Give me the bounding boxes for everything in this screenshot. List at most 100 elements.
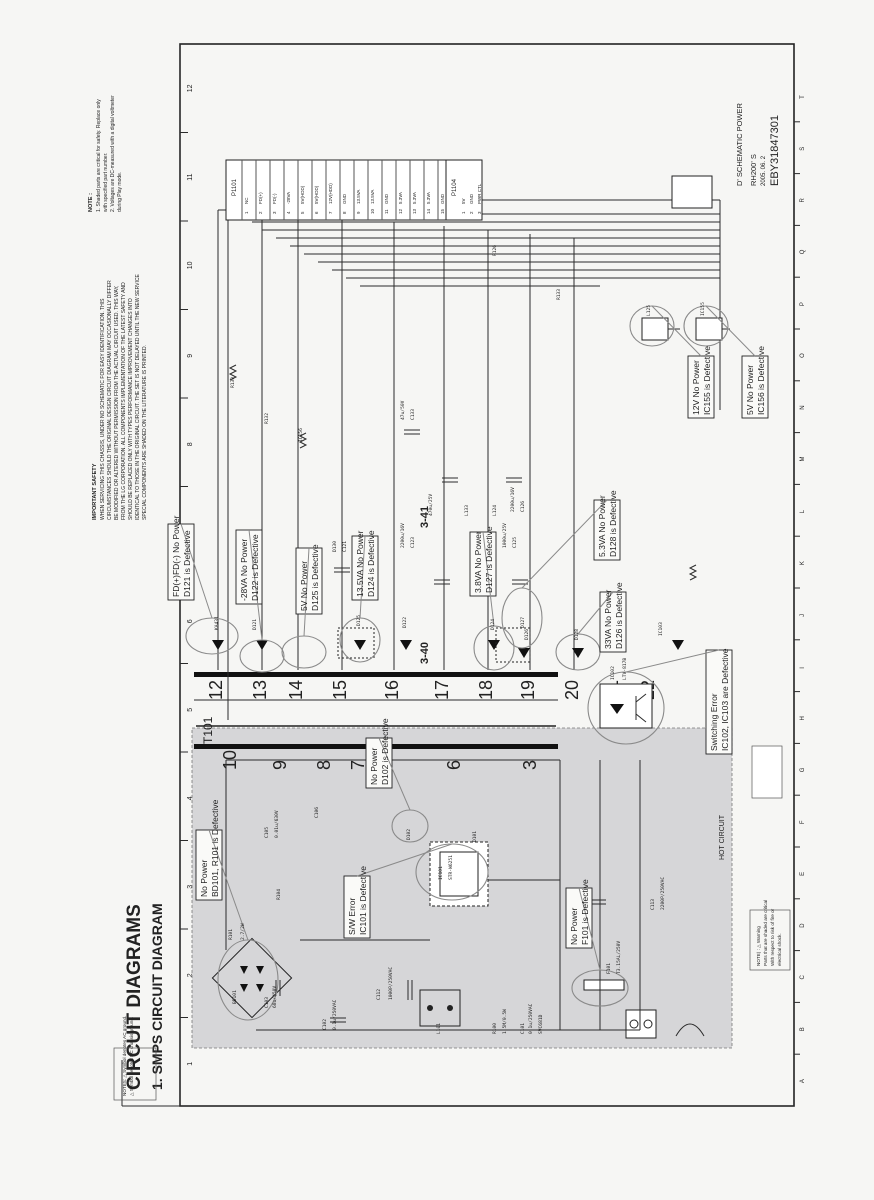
component-label: R130 <box>230 377 236 388</box>
p1101-pin-name: 5.3VA <box>412 192 417 204</box>
p1104-pin-name-group: 5V <box>461 198 466 204</box>
component-label: L133 <box>464 505 470 516</box>
safety-line: SPECIAL COMPONENTS ARE SHADED ON THE LIT… <box>142 345 148 520</box>
grid-row-label-group: 4 <box>187 796 194 800</box>
component-label-group: L101 <box>436 1023 442 1034</box>
p1104-pin-number: 2 <box>469 211 474 214</box>
component-label: R104 <box>276 889 282 900</box>
fault-title: No Power <box>369 748 379 785</box>
p1101-pin-name: FD(+) <box>258 192 263 204</box>
grid-row-label: 6 <box>187 619 194 623</box>
transformer-pin-label-group: 7 <box>348 760 368 770</box>
component-label: 1000P/250VAC <box>388 967 394 1000</box>
component-label-group: IC101 <box>438 866 444 880</box>
fault-title: FD(+)FD(-) No Power <box>171 515 181 597</box>
p1101-pin-number-group: 11 <box>384 209 389 214</box>
p1101-pin-number: 14 <box>426 208 431 214</box>
component-label: F101 <box>606 963 612 974</box>
p1101-pin-number: 3 <box>272 211 277 214</box>
fault-detail: D102 is Defective <box>380 718 390 785</box>
fuse-f101 <box>583 979 625 991</box>
fault-detail: BD101, R101 is Defective <box>210 799 220 897</box>
footnote-line: △ Symbol denotes DC chassis ground. <box>129 1017 134 1096</box>
grid-row-label-group: 11 <box>187 173 194 180</box>
bridge-rectifier-bd101 <box>211 937 293 1019</box>
component-label: 0.01u/630V <box>274 810 280 838</box>
ic101-body <box>439 851 479 897</box>
grid-column-label-group: F <box>800 820 806 824</box>
grid-column-label: E <box>800 872 806 876</box>
grid-column-label: G <box>800 767 806 772</box>
component-label: C113 <box>650 899 656 910</box>
p1104-pin-number-group: 1 <box>461 211 466 214</box>
p1101-pin-number: 6 <box>314 211 319 214</box>
p1101-pin-name-group: FD(+) <box>258 192 263 204</box>
component-label: 0.1u/250VAC <box>528 1003 534 1034</box>
transformer-pin-label-group: 9 <box>270 760 290 770</box>
component-label-group: KA431 <box>214 616 220 630</box>
diode-d127 <box>488 640 500 650</box>
component-label: C121 <box>342 541 348 552</box>
fault-detail: F101 is Defective <box>580 879 590 945</box>
component-label-group: 68u/450V <box>272 986 278 1008</box>
safety-line: SHOULD BE REPLACED ONLY WITH TYPES PERFO… <box>128 298 134 520</box>
p1101-pin-name: FD(-) <box>272 193 277 204</box>
fault-title-group: Switching Error <box>709 693 719 751</box>
component-label: 470u/25V <box>428 494 434 516</box>
component-label-group: C101 <box>520 1023 526 1034</box>
p1104-pin-name: GND <box>469 193 474 204</box>
component-label-group: R104 <box>276 889 282 900</box>
grid-column-label-group: S <box>800 147 806 151</box>
diagram-title: CIRCUIT DIAGRAMS <box>124 904 145 1090</box>
component-label: D124 <box>490 619 496 630</box>
grid-row-label: 4 <box>187 796 194 800</box>
component-label-group: D126 <box>524 629 530 640</box>
component-label-group: L133 <box>464 505 470 516</box>
note-heading: NOTE : <box>88 193 94 212</box>
fault-detail: D126 is Defective <box>614 582 624 649</box>
bridge-d130-box <box>495 627 531 663</box>
fault-detail-group: D126 is Defective <box>614 582 624 649</box>
line-filter-l101 <box>419 989 461 1027</box>
p1101-pin-name: 5.3VA <box>426 192 431 204</box>
p1101-pin-name-group: GND <box>384 193 389 204</box>
connector-p1101: P1101 1NC2FD(+)3FD(-)4-28VA55V(HDD)65V(H… <box>225 159 475 221</box>
grid-column-label-group: I <box>800 667 806 669</box>
transformer-pin-label-group: 19 <box>518 680 538 700</box>
page-number-left: 3-40 <box>419 642 431 664</box>
fault-title: 5.3VA No Power <box>597 495 607 557</box>
fault-title: 3.8VA No Power <box>473 531 483 593</box>
component-label-group: C126 <box>520 501 526 512</box>
transformer-pin-label: 12 <box>206 680 226 700</box>
p1101-pin-number: 12 <box>398 208 403 214</box>
component-label-group: 0.1u/250VAC <box>332 999 338 1030</box>
component-label: C105 <box>264 827 270 838</box>
transformer-pin-label-group: 12 <box>206 680 226 700</box>
transformer-pin-label: 17 <box>432 680 452 700</box>
p1104-pin-number-group: 2 <box>469 211 474 214</box>
regulator-ic156 <box>695 317 723 341</box>
legend-note: NOTE) : △ Warning Parts that are shaded … <box>749 900 791 971</box>
fault-title-group: 5V No Power <box>299 561 309 611</box>
grid-column-label: P <box>800 302 806 306</box>
p1101-pin-name: -28VA <box>286 192 291 204</box>
grid-column-label: L <box>800 509 806 513</box>
fault-detail: IC156 is Defective <box>756 346 766 415</box>
p1101-pin-number-group: 15 <box>440 208 445 214</box>
component-label-group: IC155 <box>700 302 706 316</box>
safety-line: WHEN SERVICING THIS CHASSIS, UNDER NO SC… <box>100 298 106 520</box>
component-label-group: 1.5M/0.5W <box>502 1009 508 1034</box>
safety-block: IMPORTANT SAFETY WHEN SERVICING THIS CHA… <box>92 274 148 520</box>
optocoupler-ic102 <box>599 683 653 729</box>
grid-row-label: 10 <box>187 261 194 269</box>
safety-line: IDENTICAL TO THOSE IN THE ORIGINAL CIRCU… <box>135 274 141 520</box>
p1101-pin-number-group: 2 <box>258 211 263 214</box>
fault-detail-group: D127 is Defective <box>484 526 494 593</box>
note-line: during Play mode. <box>117 172 123 212</box>
p1104-pin-number-group: 3 <box>477 211 482 214</box>
